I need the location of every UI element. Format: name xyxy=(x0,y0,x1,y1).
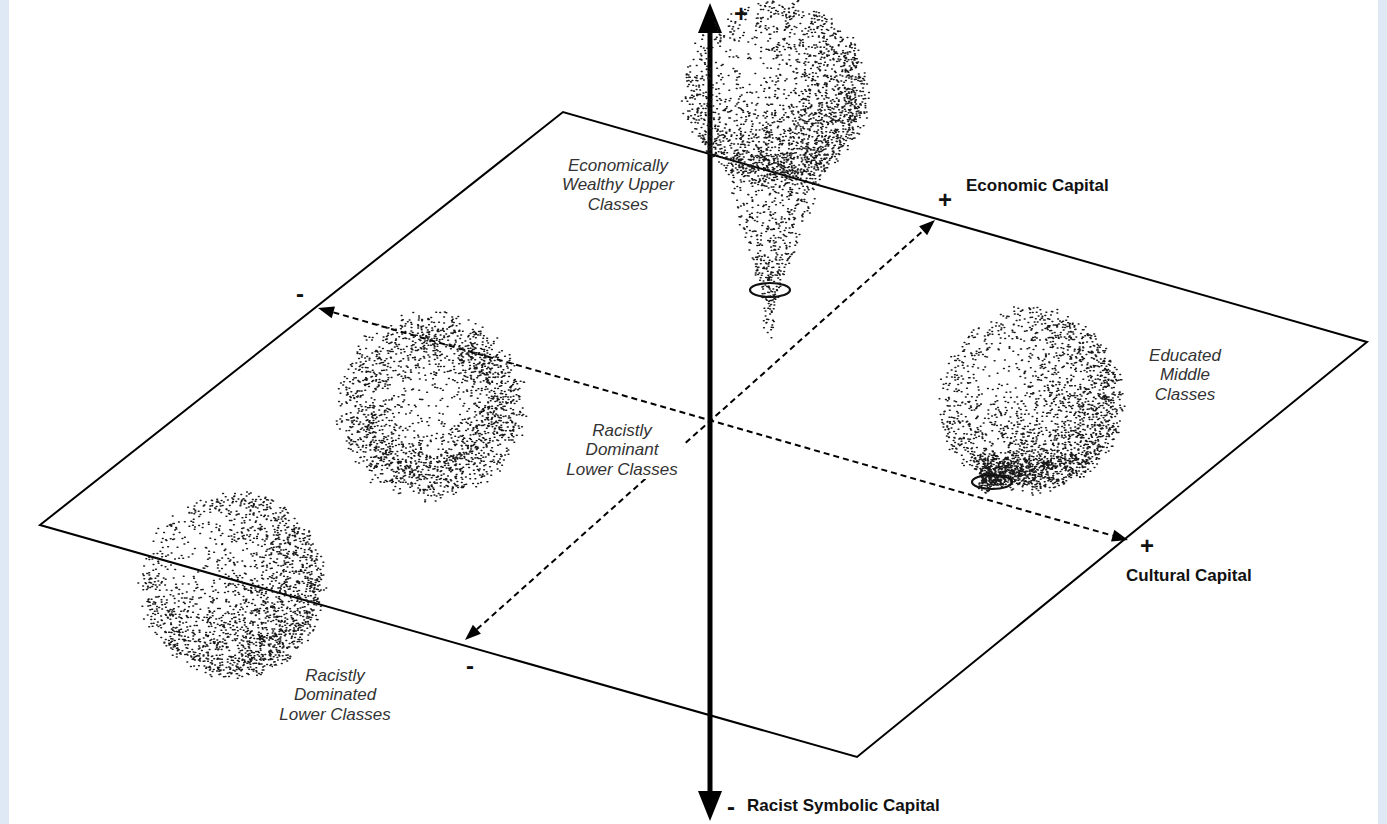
stipple-dots xyxy=(682,1,870,338)
class-cluster: Racistly Dominated Lower Classes xyxy=(133,486,331,684)
stipple-dots xyxy=(138,492,327,678)
class-label: Racistly Dominant Lower Classes xyxy=(561,421,683,480)
axis-name: Cultural Capital xyxy=(1124,567,1254,584)
arrow-head xyxy=(919,220,935,235)
class-label: Racistly Dominated Lower Classes xyxy=(273,666,397,725)
arrow-head xyxy=(465,625,481,640)
economic-axis xyxy=(477,231,923,630)
class-label: Educated Middle Classes xyxy=(1136,346,1234,405)
class-cluster: Racistly Dominant Lower Classes xyxy=(328,303,532,507)
stipple-cloud xyxy=(676,0,874,330)
stipple-dots xyxy=(939,307,1125,495)
axis-sign: - xyxy=(727,795,735,819)
class-cluster: Educated Middle Classes xyxy=(931,301,1129,522)
axis-sign: - xyxy=(296,282,304,306)
axis-sign: + xyxy=(734,2,748,26)
axis-sign: + xyxy=(1140,534,1154,558)
base-ring xyxy=(972,475,1012,489)
arrow-head xyxy=(318,307,335,319)
axis-name: Racist Symbolic Capital xyxy=(745,797,942,814)
axis-sign: - xyxy=(466,654,474,678)
arrow-head xyxy=(1111,530,1128,542)
arrow-head xyxy=(698,791,722,821)
stipple-cloud xyxy=(133,486,331,684)
plane xyxy=(40,112,1367,757)
axis-name: Economic Capital xyxy=(964,177,1111,194)
base-ring xyxy=(750,283,790,297)
class-cluster: Economically Wealthy Upper Classes xyxy=(676,0,874,330)
axis-sign: + xyxy=(938,188,952,212)
class-label: Economically Wealthy Upper Classes xyxy=(557,156,679,215)
stipple-dots xyxy=(336,312,526,502)
stipple-cloud xyxy=(328,303,532,507)
stipple-cloud xyxy=(931,301,1129,522)
